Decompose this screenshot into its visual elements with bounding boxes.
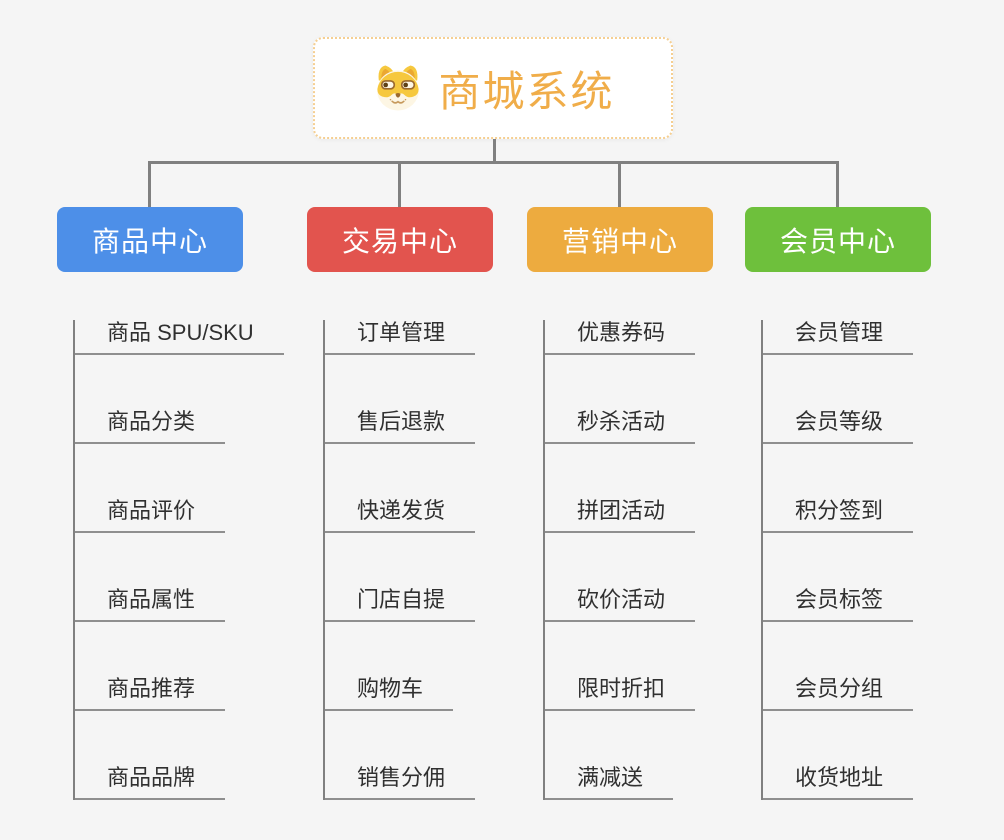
child-node[interactable]: 砍价活动 [545,587,696,622]
connector-drop-branch-2 [398,161,401,207]
branch-node-trade-center[interactable]: 交易中心 [307,207,493,272]
connector-root-trunk [493,139,496,163]
connector-drop-branch-3 [618,161,621,207]
branch-trade-center: 交易中心 订单管理 售后退款 快递发货 门店自提 购物车 销售分佣 [307,207,493,800]
child-node[interactable]: 会员管理 [763,320,914,355]
child-node[interactable]: 秒杀活动 [545,409,696,444]
child-node[interactable]: 会员标签 [763,587,914,622]
child-node[interactable]: 限时折扣 [545,676,696,711]
child-node[interactable]: 商品属性 [75,587,226,622]
branch-product-center: 商品中心 商品 SPU/SKU 商品分类 商品评价 商品属性 商品推荐 商品品牌 [57,207,284,800]
root-node-title: 商城系统 [438,67,615,115]
root-node-mall-system[interactable]: 商城系统 [313,37,673,139]
child-node[interactable]: 会员分组 [763,676,914,711]
child-node[interactable]: 商品评价 [75,498,226,533]
branch-member-center: 会员中心 会员管理 会员等级 积分签到 会员标签 会员分组 收货地址 [745,207,931,800]
branch-node-marketing-center[interactable]: 营销中心 [527,207,713,272]
branch-node-member-center[interactable]: 会员中心 [745,207,931,272]
branch-children-product-center: 商品 SPU/SKU 商品分类 商品评价 商品属性 商品推荐 商品品牌 [73,320,284,800]
child-node[interactable]: 快递发货 [325,498,476,533]
child-node[interactable]: 购物车 [325,676,454,711]
child-node[interactable]: 订单管理 [325,320,476,355]
branch-children-trade-center: 订单管理 售后退款 快递发货 门店自提 购物车 销售分佣 [323,320,493,800]
child-node[interactable]: 满减送 [545,765,674,800]
child-node[interactable]: 商品品牌 [75,765,226,800]
branch-children-marketing-center: 优惠券码 秒杀活动 拼团活动 砍价活动 限时折扣 满减送 [543,320,713,800]
child-node[interactable]: 拼团活动 [545,498,696,533]
branch-children-member-center: 会员管理 会员等级 积分签到 会员标签 会员分组 收货地址 [761,320,931,800]
branch-node-product-center[interactable]: 商品中心 [57,207,243,272]
child-node[interactable]: 优惠券码 [545,320,696,355]
dog-face-icon [377,65,420,111]
connector-horizontal-line [148,161,838,164]
child-node[interactable]: 销售分佣 [325,765,476,800]
child-node[interactable]: 收货地址 [763,765,914,800]
child-node[interactable]: 门店自提 [325,587,476,622]
child-node[interactable]: 会员等级 [763,409,914,444]
branch-marketing-center: 营销中心 优惠券码 秒杀活动 拼团活动 砍价活动 限时折扣 满减送 [527,207,713,800]
child-node[interactable]: 售后退款 [325,409,476,444]
child-node[interactable]: 积分签到 [763,498,914,533]
child-node[interactable]: 商品推荐 [75,676,226,711]
child-node[interactable]: 商品 SPU/SKU [75,320,284,355]
child-node[interactable]: 商品分类 [75,409,226,444]
connector-drop-branch-1 [148,161,151,207]
connector-drop-branch-4 [836,161,839,207]
